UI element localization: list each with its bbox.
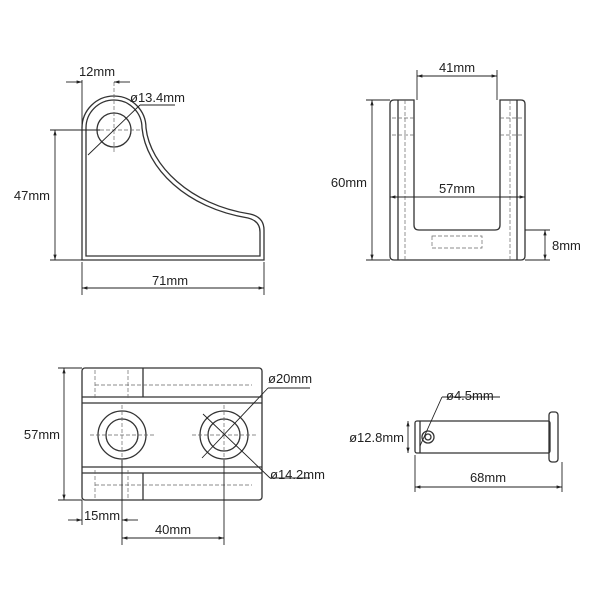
outer-diameter-label: ø20mm bbox=[268, 371, 312, 386]
height-label: 60mm bbox=[331, 175, 367, 190]
width-label: 12mm bbox=[79, 64, 115, 79]
height-label: 47mm bbox=[14, 188, 50, 203]
pin-diameter-label: ø12.8mm bbox=[349, 430, 404, 445]
height-label: 57mm bbox=[24, 427, 60, 442]
base-thickness-label: 8mm bbox=[552, 238, 581, 253]
inner-diameter-label: ø14.2mm bbox=[270, 467, 325, 482]
top-view: 57mm ø20mm ø14.2mm 15mm 40mm bbox=[24, 367, 325, 545]
slot-width-label: 41mm bbox=[439, 60, 475, 75]
width-label: 57mm bbox=[439, 181, 475, 196]
side-view: 12mm ø13.4mm 47mm 71mm bbox=[14, 64, 265, 295]
offset-label: 15mm bbox=[84, 508, 120, 523]
hole-diameter-label: ø13.4mm bbox=[130, 90, 185, 105]
length-label: 71mm bbox=[152, 273, 188, 288]
front-view: 41mm 60mm 57mm 8mm bbox=[331, 60, 581, 261]
pin-view: ø4.5mm ø12.8mm 68mm bbox=[349, 388, 563, 492]
spacing-label: 40mm bbox=[155, 522, 191, 537]
pin-hole-label: ø4.5mm bbox=[446, 388, 494, 403]
pin-length-label: 68mm bbox=[470, 470, 506, 485]
